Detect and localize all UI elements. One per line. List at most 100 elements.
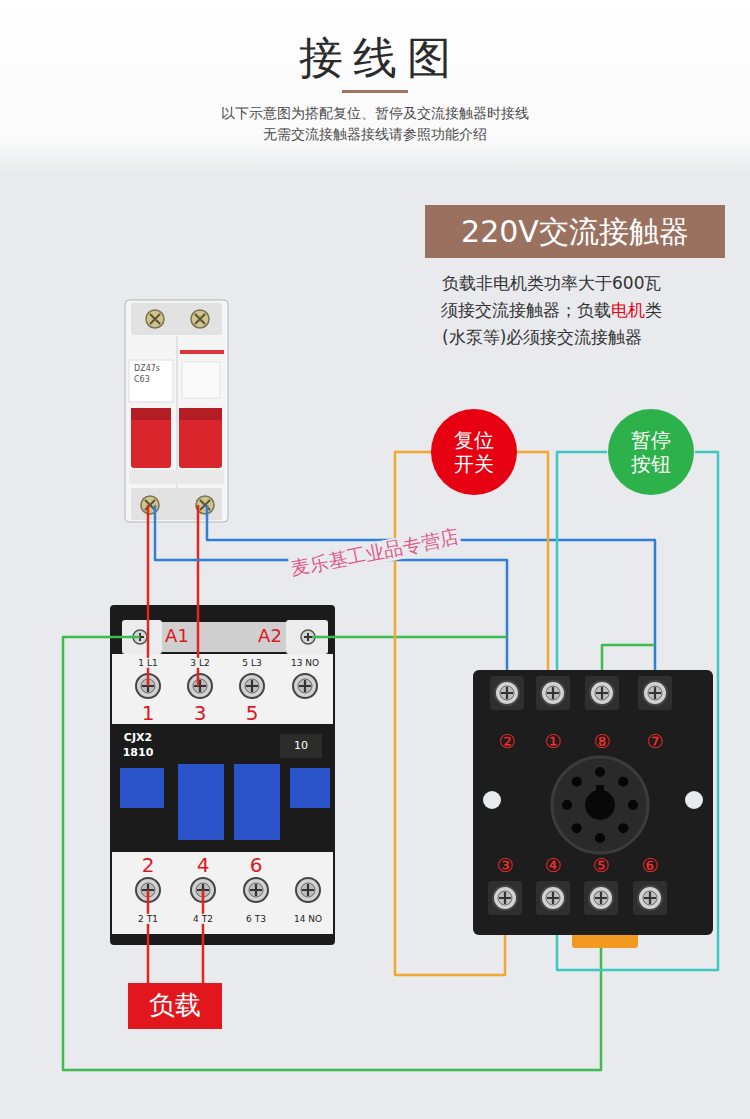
relay-socket [618,777,628,787]
ac-contactor [290,768,330,808]
terminal-number: 2 [141,854,156,877]
text-line: 须接交流接触器；负载电机类 [441,301,662,321]
pin-number: ⑥ [640,855,659,877]
ac-contactor [296,878,320,902]
terminal-marking: 1 L1 [137,658,158,668]
terminal-number: 6 [249,854,264,877]
pin-number: ⑦ [645,731,664,753]
note-text: 负载非电机类功率大于600瓦 [441,274,662,294]
relay-socket [483,791,501,809]
relay-socket [495,681,519,705]
circuit-breaker [131,408,171,420]
model-text: 1810 [122,747,155,760]
relay-socket [572,777,582,787]
model-text: CJX2 [123,732,153,745]
note-highlight: 电机 [611,300,645,320]
node-text: 复位 开关 [453,428,495,476]
title-underline [342,90,408,93]
ac-contactor [293,674,317,698]
relay-socket [536,676,570,710]
ac-contactor [280,734,322,758]
header-band [0,0,750,175]
relay-socket [685,791,703,809]
coil-terminal-label: A2 [257,626,283,647]
coil-terminal-label: A1 [164,626,190,647]
terminal-marking: 6 T3 [245,914,267,924]
relay-socket [643,681,667,705]
note-text: 类 [645,300,662,320]
page-title: 接线图 [289,33,461,84]
terminal-number: 4 [196,854,211,877]
relay-socket [552,757,648,853]
ac-contactor [162,622,286,652]
watermark: 麦乐基工业品专营店 [288,526,462,580]
relay-socket [536,881,570,915]
relay-socket [473,670,713,935]
terminal-number: 5 [245,702,260,725]
title-banner: 220V交流接触器 [425,205,725,258]
relay-socket [572,823,582,833]
relay-socket [589,886,613,910]
circuit-breaker [129,470,224,484]
terminal-marking: 5 L3 [241,658,262,668]
circuit-breaker [131,408,171,468]
circuit-breaker [182,362,220,398]
ac-contactor [112,654,333,724]
circuit-breaker [177,336,178,488]
note-text: (水泵等)必须接交流接触器 [441,328,643,348]
relay-socket [473,670,713,948]
model-text: C63 [133,375,151,384]
terminal-marking: 3 L2 [189,658,210,668]
relay-socket [562,800,572,810]
model-text: 10 [293,740,309,753]
circuit-breaker [125,300,228,522]
relay-socket [628,800,638,810]
ac-contactor [178,764,224,840]
wires [63,452,718,1070]
relay-socket [638,676,672,710]
terminal-marking: 13 NO [290,658,320,668]
ac-contactor [240,674,264,698]
relay-socket [596,785,604,793]
relay-socket [493,886,517,910]
reset-switch: 复位 开关 [430,408,518,496]
circuit-breaker [191,310,209,328]
relay-socket [595,833,605,843]
subtitle: 以下示意图为搭配复位、暂停及交流接触器时接线 [220,105,530,121]
pin-number: ② [497,731,516,753]
relay-socket [638,886,662,910]
circuit-breaker [179,408,222,420]
relay-socket [595,767,605,777]
circle-fill [431,409,517,495]
relay-socket [585,676,619,710]
ac-contactor [110,605,335,945]
terminal-number: 1 [141,702,156,725]
node-text: 暂停 按钮 [630,428,672,476]
ac-contactor [234,764,280,840]
terminal-marking: 2 T1 [137,914,159,924]
pin-number: ⑤ [591,855,610,877]
model-text: DZ47s [133,364,161,373]
ac-contactor [112,852,333,934]
circuit-breaker [125,300,228,522]
subtitle: 无需交流接触器接线请参照功能介绍 [262,126,488,142]
ac-contactor [188,674,212,698]
pin-number: ③ [495,855,514,877]
relay-socket [541,681,565,705]
terminal-marking: 14 NO [293,914,323,924]
ac-contactor [244,878,268,902]
node-text: 220V交流接触器 [461,214,689,250]
pin-number: ① [543,731,562,753]
node-text: 负载 [149,990,201,1021]
relay-socket [633,881,667,915]
circuit-breaker [141,496,159,514]
red-wire [148,505,203,983]
pin-number: ④ [543,855,562,877]
blue-wire [155,505,655,690]
ac-contactor [110,605,335,945]
load-box: 负载 [128,983,222,1029]
circuit-breaker [129,360,173,402]
relay-socket [585,790,615,820]
